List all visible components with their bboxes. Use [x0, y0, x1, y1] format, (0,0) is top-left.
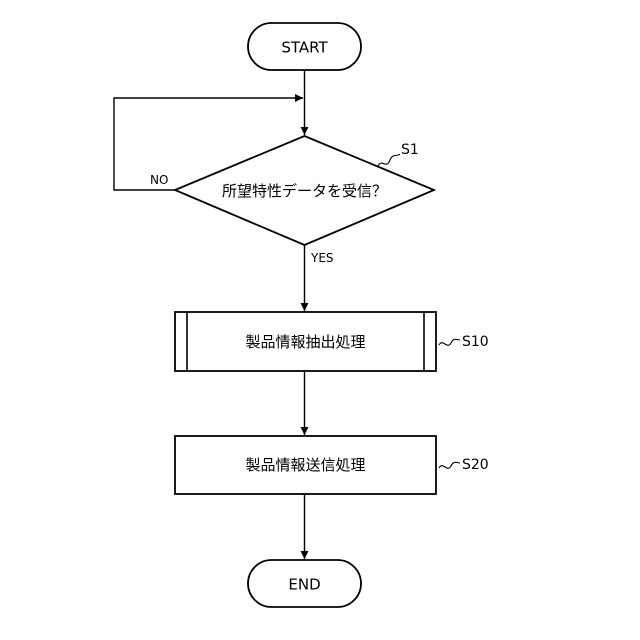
decision-text: 所望特性データを受信？ [222, 182, 387, 200]
step-s1-leader [378, 154, 400, 166]
yes-label: YES [310, 251, 334, 265]
end-label: END [288, 576, 320, 594]
step-s10-label: S10 [462, 334, 489, 350]
process-2-text: 製品情報送信処理 [245, 456, 365, 474]
step-s1-label: S1 [401, 142, 419, 158]
step-s20-label: S20 [462, 457, 489, 473]
process-1-text: 製品情報抽出処理 [245, 333, 365, 351]
step-s10-leader [439, 339, 460, 345]
step-s20-leader [439, 462, 460, 468]
start-label: START [281, 39, 328, 57]
no-label: NO [150, 173, 168, 187]
